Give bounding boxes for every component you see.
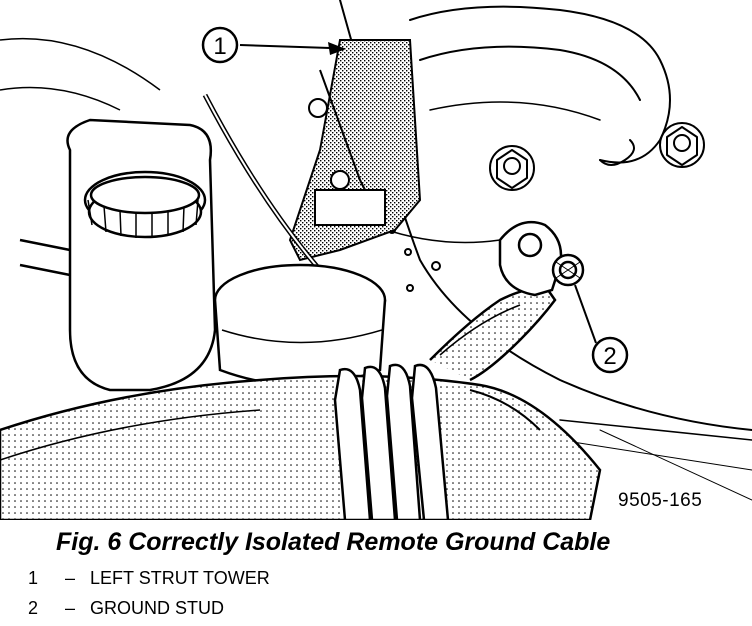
legend-item: 1 – LEFT STRUT TOWER: [28, 566, 270, 596]
callout-1-number: 1: [213, 33, 226, 60]
brake-reservoir-icon: [0, 37, 217, 392]
figure-caption: Fig. 6 Correctly Isolated Remote Ground …: [56, 528, 611, 556]
legend-dash: –: [65, 568, 76, 588]
callout-2: 2: [574, 284, 629, 374]
tower-bolt: [489, 145, 535, 191]
legend-label: GROUND STUD: [90, 598, 225, 618]
intake-hose-icon: [0, 363, 602, 520]
ring-terminal-icon: [498, 220, 563, 297]
ground-stud-icon: [551, 253, 585, 287]
legend: 1 – LEFT STRUT TOWER 2 – GROUND STUD: [28, 566, 270, 626]
bellows: [213, 263, 387, 387]
legend-label: LEFT STRUT TOWER: [90, 568, 270, 588]
legend-item: 2 – GROUND STUD: [28, 596, 270, 626]
legend-number: 2: [28, 598, 39, 618]
figure-id: 9505-165: [618, 490, 703, 511]
legend-number: 1: [28, 568, 39, 588]
engine-compartment-illustration: 1 2: [0, 0, 752, 520]
legend-dash: –: [65, 598, 76, 618]
callout-2-number: 2: [603, 343, 616, 370]
callout-1: 1: [201, 26, 346, 64]
tower-bolt: [659, 122, 705, 168]
strut-tower-icon: [288, 39, 422, 262]
